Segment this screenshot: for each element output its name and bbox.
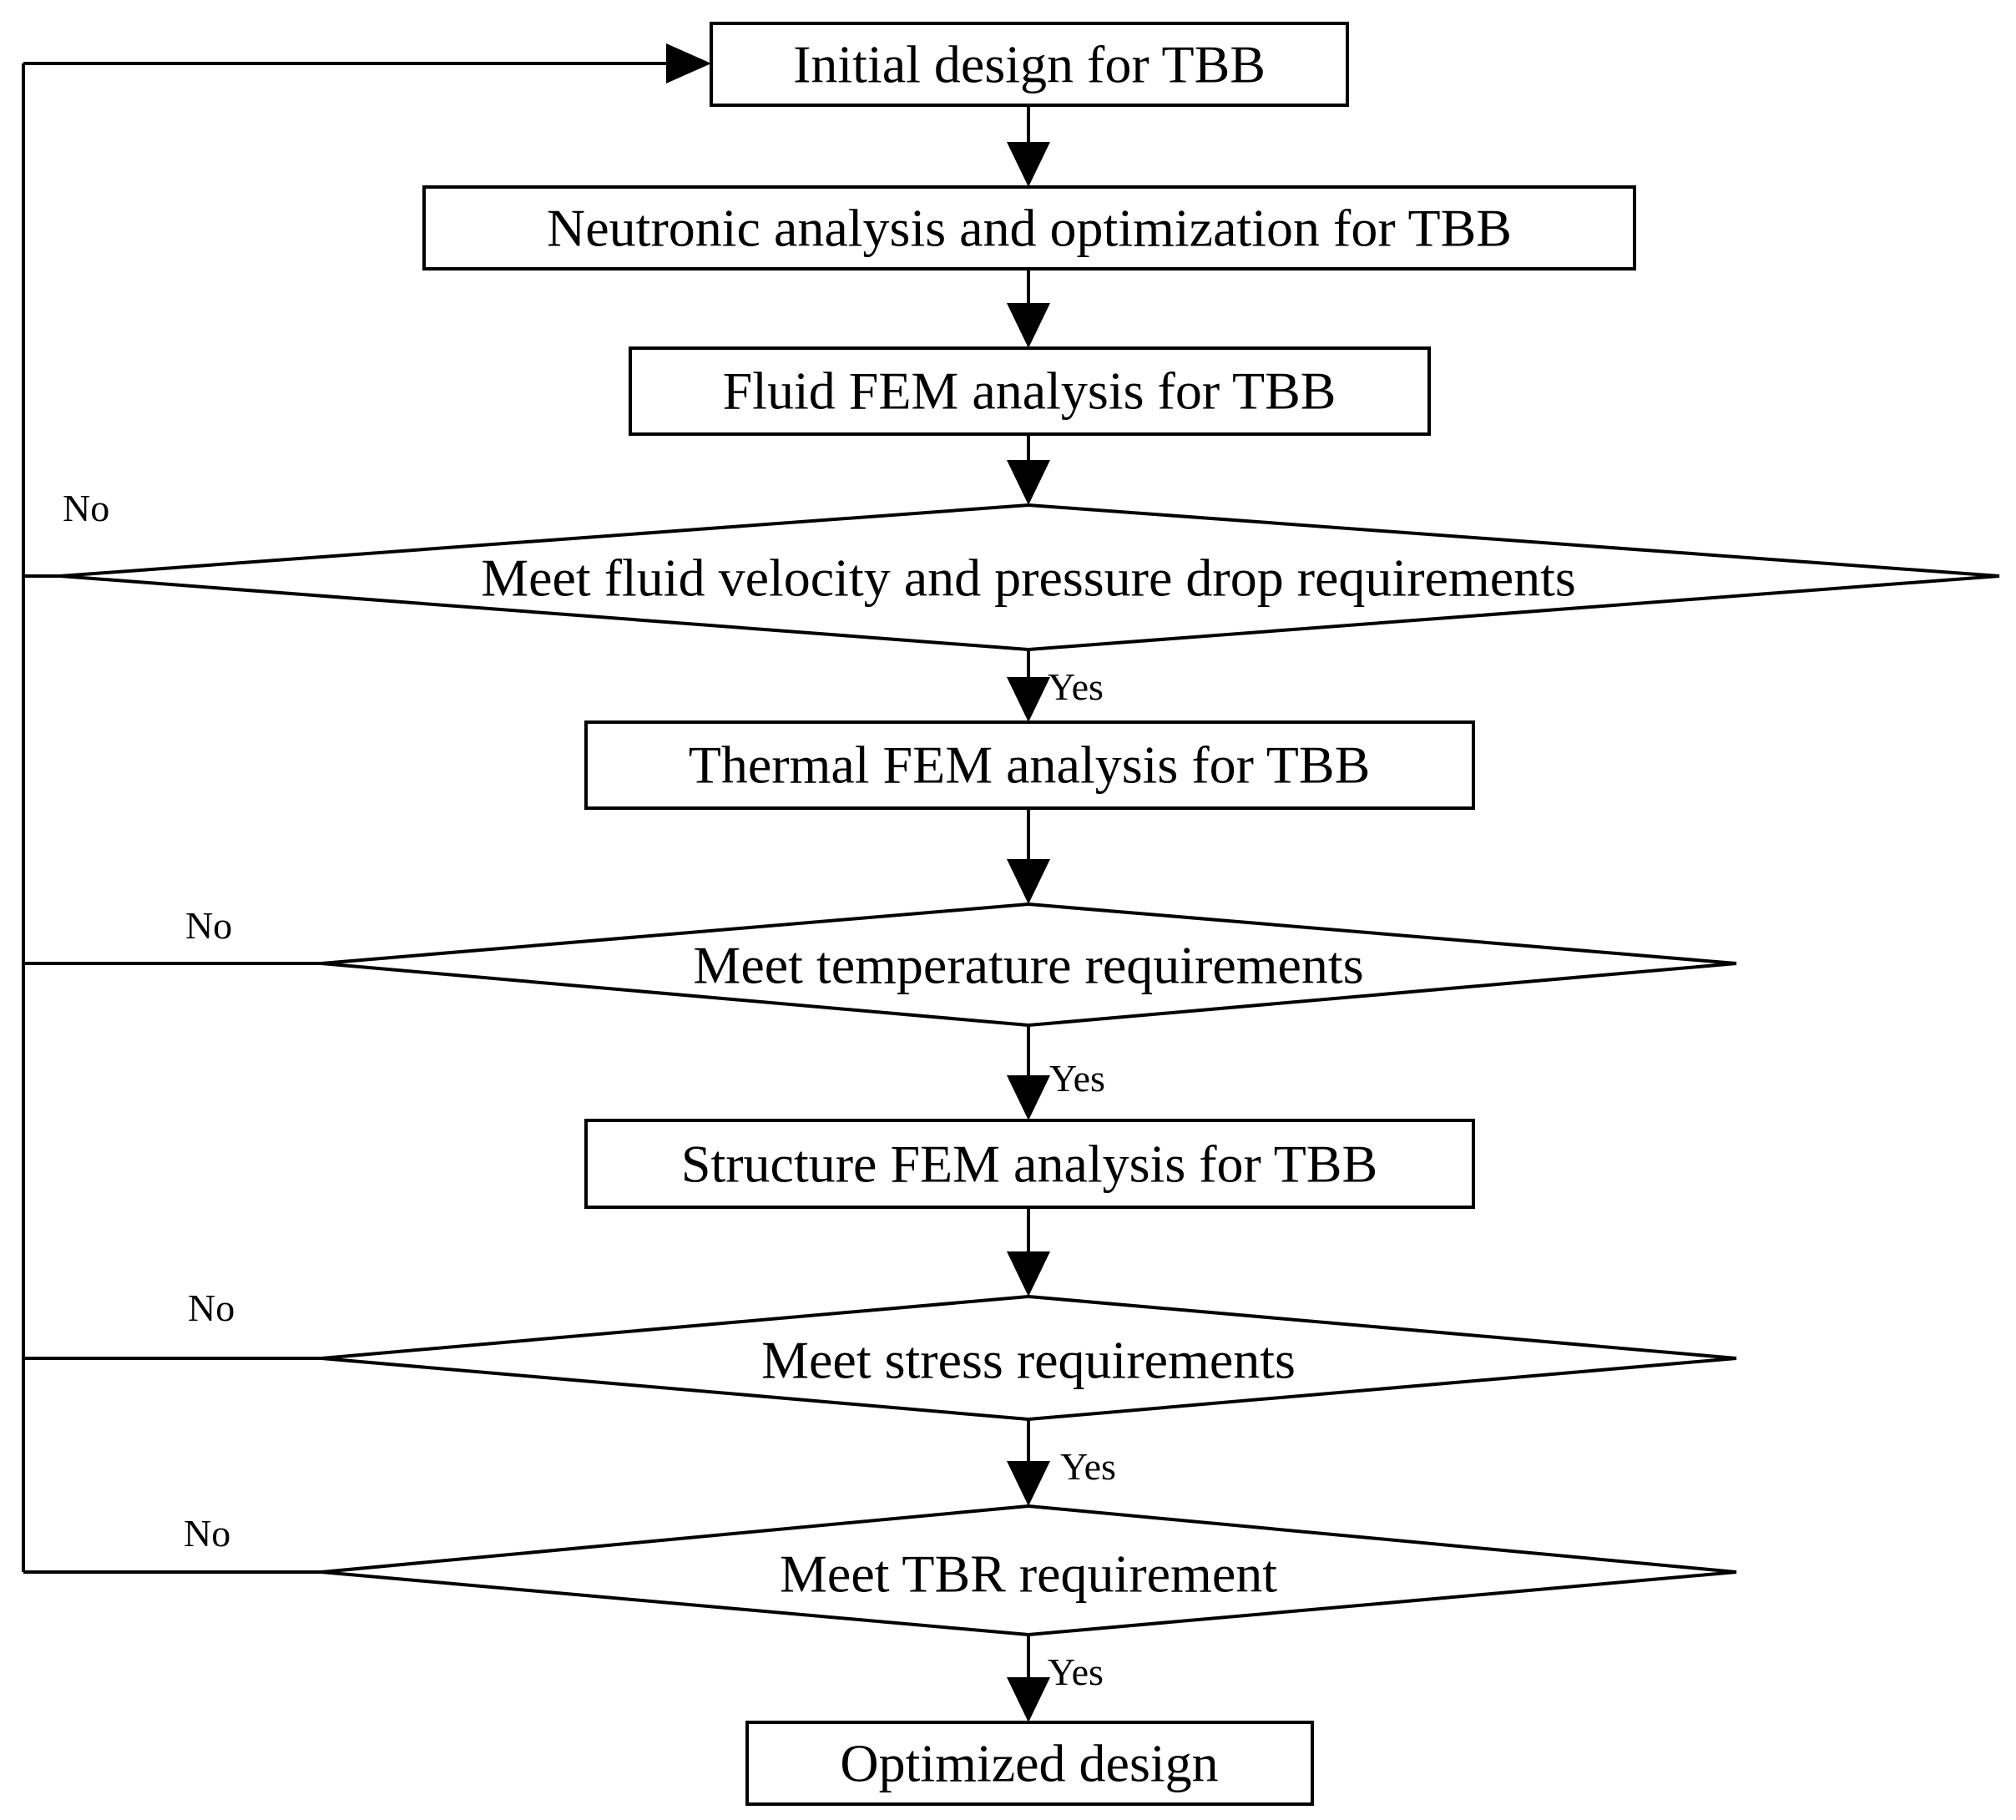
edge-arrowhead-e8 (1007, 1461, 1050, 1506)
node-dec-fluid-diamond (59, 503, 2000, 652)
node-structure: Structure FEM analysis for TBB (584, 1119, 1475, 1209)
node-thermal-label: Thermal FEM analysis for TBB (689, 736, 1371, 795)
edge-label-e9: Yes (1048, 1651, 1104, 1693)
edge-label-e11: No (185, 904, 232, 947)
node-neutronic-box (422, 185, 1636, 270)
node-dec-fluid-label: Meet fluid velocity and pressure drop re… (481, 549, 1576, 608)
node-dec-stress-diamond (321, 1294, 1737, 1422)
edge-arrowhead-e3 (1007, 460, 1050, 505)
node-fluid-label: Fluid FEM analysis for TBB (723, 361, 1336, 421)
node-thermal-box (584, 720, 1475, 810)
node-initial: Initial design for TBB (710, 22, 1349, 107)
edge-label-e13: No (184, 1512, 230, 1555)
edge-label-e4: Yes (1048, 665, 1104, 708)
node-dec-fluid: Meet fluid velocity and pressure drop re… (59, 503, 2000, 652)
node-optimized-box (745, 1721, 1314, 1806)
edge-arrowhead-e4 (1007, 677, 1050, 722)
loop-return-arrowhead (666, 43, 711, 83)
node-dec-temp-label: Meet temperature requirements (693, 936, 1363, 995)
forward-connectors (1007, 105, 1050, 1722)
edge-arrowhead-e1 (1007, 142, 1050, 187)
node-dec-tbr-diamond (321, 1504, 1737, 1637)
node-thermal: Thermal FEM analysis for TBB (584, 720, 1475, 810)
node-fluid-box (629, 346, 1431, 436)
node-fluid: Fluid FEM analysis for TBB (629, 346, 1431, 436)
node-neutronic-label: Neutronic analysis and optimization for … (547, 199, 1512, 258)
node-initial-label: Initial design for TBB (793, 35, 1266, 94)
edge-label-e12: No (188, 1287, 235, 1329)
node-dec-stress: Meet stress requirements (321, 1294, 1737, 1422)
node-dec-tbr: Meet TBR requirement (321, 1504, 1737, 1637)
node-structure-box (584, 1119, 1475, 1209)
edge-arrowhead-e9 (1007, 1677, 1050, 1722)
edge-label-e6: Yes (1049, 1057, 1105, 1100)
feedback-loop-lines (22, 43, 711, 1574)
edge-label-e10: No (63, 487, 109, 529)
node-neutronic: Neutronic analysis and optimization for … (422, 185, 1636, 270)
node-optimized-label: Optimized design (840, 1734, 1218, 1793)
node-optimized: Optimized design (745, 1721, 1314, 1806)
node-dec-tbr-label: Meet TBR requirement (780, 1544, 1277, 1604)
edge-arrowhead-e5 (1007, 859, 1050, 904)
edge-arrowhead-e2 (1007, 303, 1050, 348)
edge-arrowhead-e6 (1007, 1075, 1050, 1120)
edge-label-e8: Yes (1060, 1445, 1116, 1488)
node-dec-temp-diamond (321, 902, 1737, 1028)
node-dec-temp: Meet temperature requirements (321, 902, 1737, 1028)
node-dec-stress-label: Meet stress requirements (761, 1331, 1296, 1390)
edge-labels: Yes Yes Yes Yes No No No No (63, 487, 1116, 1693)
node-initial-box (710, 22, 1349, 107)
edge-arrowhead-e7 (1007, 1251, 1050, 1297)
node-structure-label: Structure FEM analysis for TBB (681, 1135, 1377, 1194)
